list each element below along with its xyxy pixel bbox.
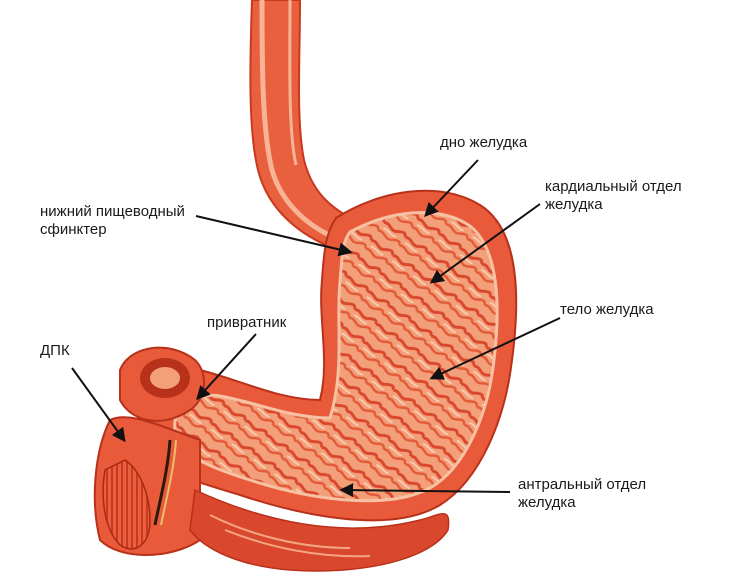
esophagus: [250, 0, 358, 250]
label-fundus: дно желудка: [440, 134, 527, 152]
label-body-line1: тело желудка: [560, 301, 654, 319]
label-cardia-line1: кардиальный отдел: [545, 178, 682, 196]
label-pylorus-line1: привратник: [207, 314, 286, 332]
arrow-duodenum: [72, 368, 124, 440]
label-antrum-line2: желудка: [518, 494, 646, 512]
label-cardia-line2: желудка: [545, 196, 682, 214]
label-cardia: кардиальный отдел желудка: [545, 178, 682, 214]
label-antrum: антральный отдел желудка: [518, 476, 646, 512]
label-les-line2: сфинктер: [40, 221, 185, 239]
label-les: нижний пищеводный сфинктер: [40, 203, 185, 239]
label-pylorus: привратник: [207, 314, 286, 332]
label-duodenum-line1: ДПК: [40, 342, 70, 360]
label-body: тело желудка: [560, 301, 654, 319]
label-fundus-line1: дно желудка: [440, 134, 527, 152]
duodenum: [95, 348, 204, 555]
label-duodenum: ДПК: [40, 342, 70, 360]
label-antrum-line1: антральный отдел: [518, 476, 646, 494]
label-les-line1: нижний пищеводный: [40, 203, 185, 221]
